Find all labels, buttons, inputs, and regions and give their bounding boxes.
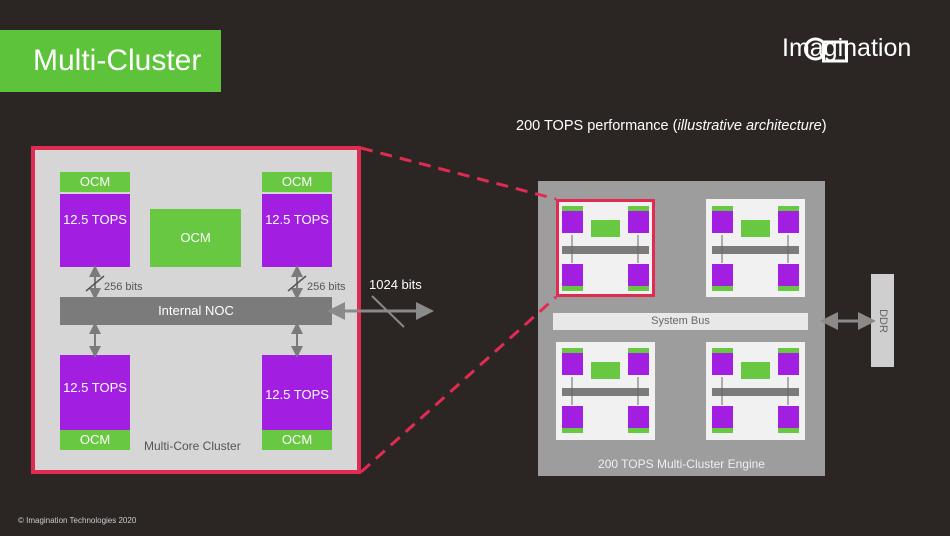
bus-width-left: 256 bits <box>104 281 143 293</box>
ocm-bottom-left: OCM <box>60 430 130 450</box>
external-link-slash <box>371 295 405 328</box>
logo-text: Imagination <box>782 34 912 62</box>
ocm-bottom-right: OCM <box>262 430 332 450</box>
core-top-left: 12.5 TOPS <box>60 194 130 267</box>
cluster-name: Multi-Core Cluster <box>144 439 241 453</box>
external-link-width: 1024 bits <box>369 277 422 292</box>
slide-title: Multi-Cluster <box>0 30 221 92</box>
copyright: © Imagination Technologies 2020 <box>18 516 137 525</box>
core-bottom-right: 12.5 TOPS <box>262 355 332 430</box>
bus-slash <box>287 275 307 292</box>
system-bus: System Bus <box>553 313 808 330</box>
caption-suffix: ) <box>821 118 827 134</box>
ocm-top-right: OCM <box>262 172 332 192</box>
ocm-top-left: OCM <box>60 172 130 192</box>
caption-italic: illustrative architecture <box>677 118 822 134</box>
internal-noc: Internal NOC <box>60 297 332 325</box>
core-top-right: 12.5 TOPS <box>262 194 332 267</box>
performance-caption: 200 TOPS performance (illustrative archi… <box>516 118 827 134</box>
zoom-line-top <box>360 146 557 201</box>
bus-width-right: 256 bits <box>307 281 346 293</box>
imagination-logo-icon <box>804 37 848 63</box>
caption-prefix: 200 TOPS performance ( <box>516 118 678 134</box>
core-bottom-left: 12.5 TOPS <box>60 355 130 430</box>
ddr-block: DDR <box>871 274 894 367</box>
engine-name: 200 TOPS Multi-Cluster Engine <box>598 457 765 471</box>
bus-slash <box>85 275 105 292</box>
ocm-center: OCM <box>150 209 241 267</box>
zoom-line-bottom <box>359 295 558 474</box>
